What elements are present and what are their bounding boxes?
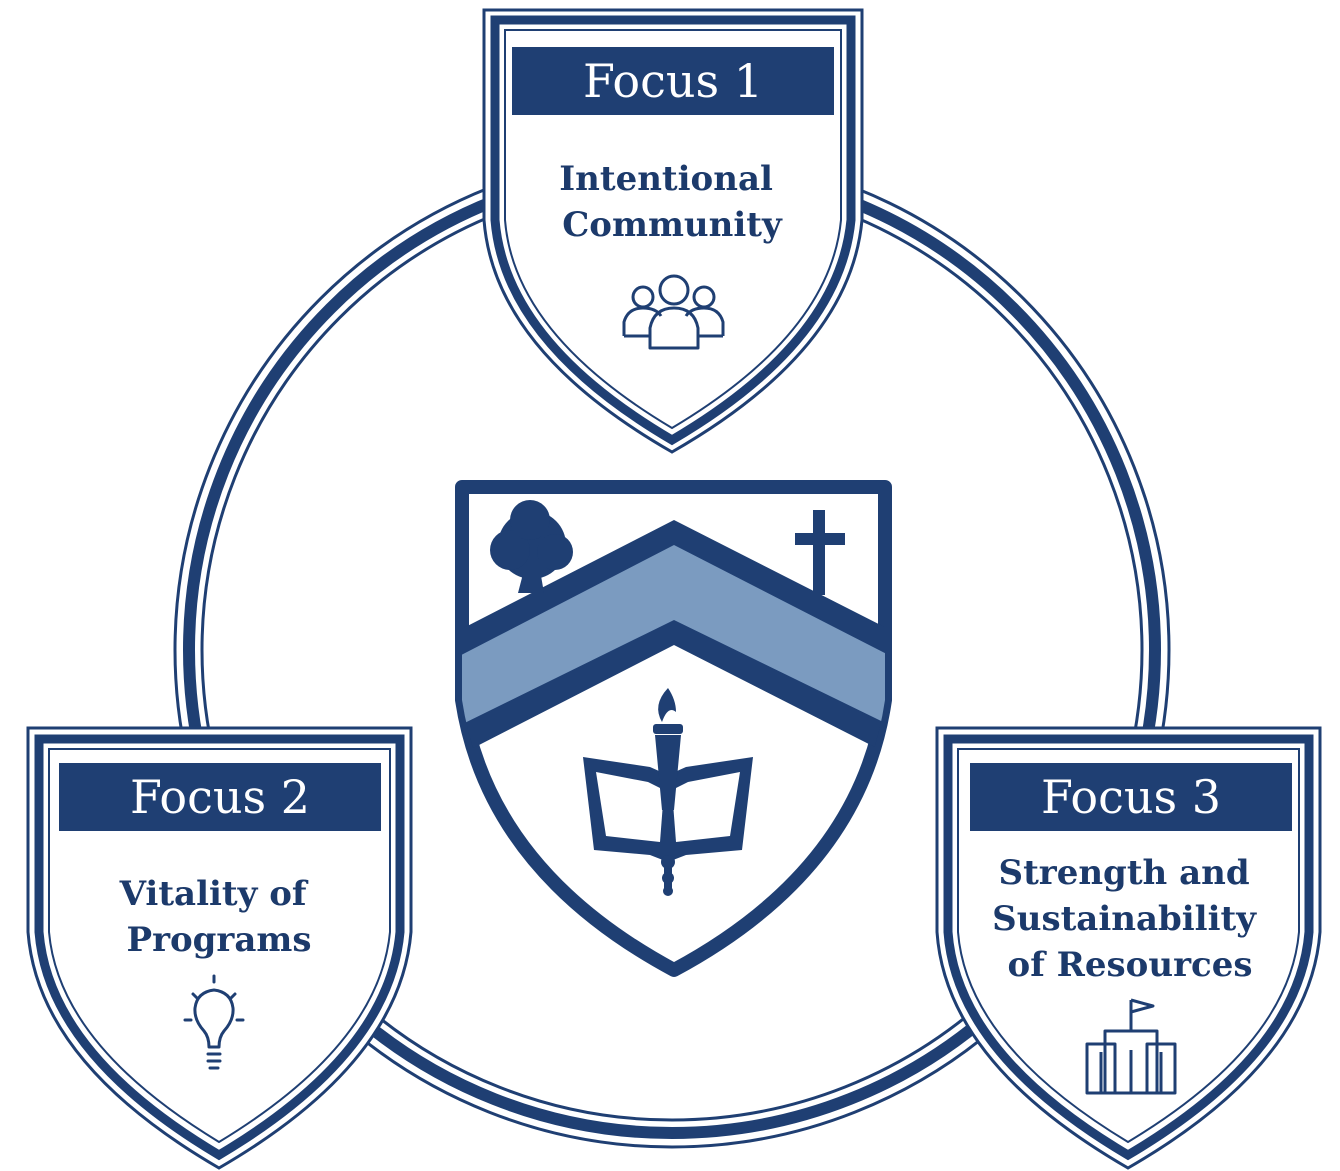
building-flag-icon: [1085, 998, 1177, 1095]
focus-1-subtitle-line-2: Community: [562, 205, 783, 245]
focus-2-title-banner: [59, 763, 381, 831]
lightbulb-icon: [183, 974, 245, 1070]
svg-text:Intentional Community: Intentional Community: [559, 159, 785, 245]
center-crest: [455, 480, 892, 977]
focus-1-title-banner: [512, 47, 834, 115]
focus-2-shield: Focus 2 Vitality of Programs: [26, 726, 413, 1170]
focus-3-subtitle-line-1: Strength and: [999, 853, 1250, 893]
torch-icon: [653, 688, 683, 896]
focus-1-subtitle-line-1: Intentional: [559, 159, 773, 199]
focus-3-shield: Focus 3 Strength and Sustainability of R…: [935, 726, 1322, 1170]
cross-icon: [795, 510, 845, 595]
oak-tree-icon: [490, 500, 573, 593]
open-book-icon: [583, 757, 753, 862]
focus-1-title: Focus 1: [583, 54, 763, 108]
focus-2-subtitle-line-2: Programs: [127, 920, 312, 960]
focus-1-shield: Focus 1 Intentional Community: [482, 8, 864, 454]
svg-text:Vitality of Programs: Vitality of Programs: [119, 874, 319, 960]
focus-3-title-banner: [970, 763, 1292, 831]
people-group-icon: [622, 274, 725, 350]
focus-3-title: Focus 3: [1041, 770, 1221, 824]
svg-text:Strength and Sustainabil: Strength and Sustainability of Resources: [992, 853, 1268, 985]
focus-2-subtitle-line-1: Vitality of: [119, 874, 309, 914]
focus-2-title: Focus 2: [130, 770, 310, 824]
focus-3-subtitle-line-3: of Resources: [1008, 945, 1253, 985]
focus-3-subtitle-line-2: Sustainability: [992, 899, 1257, 939]
